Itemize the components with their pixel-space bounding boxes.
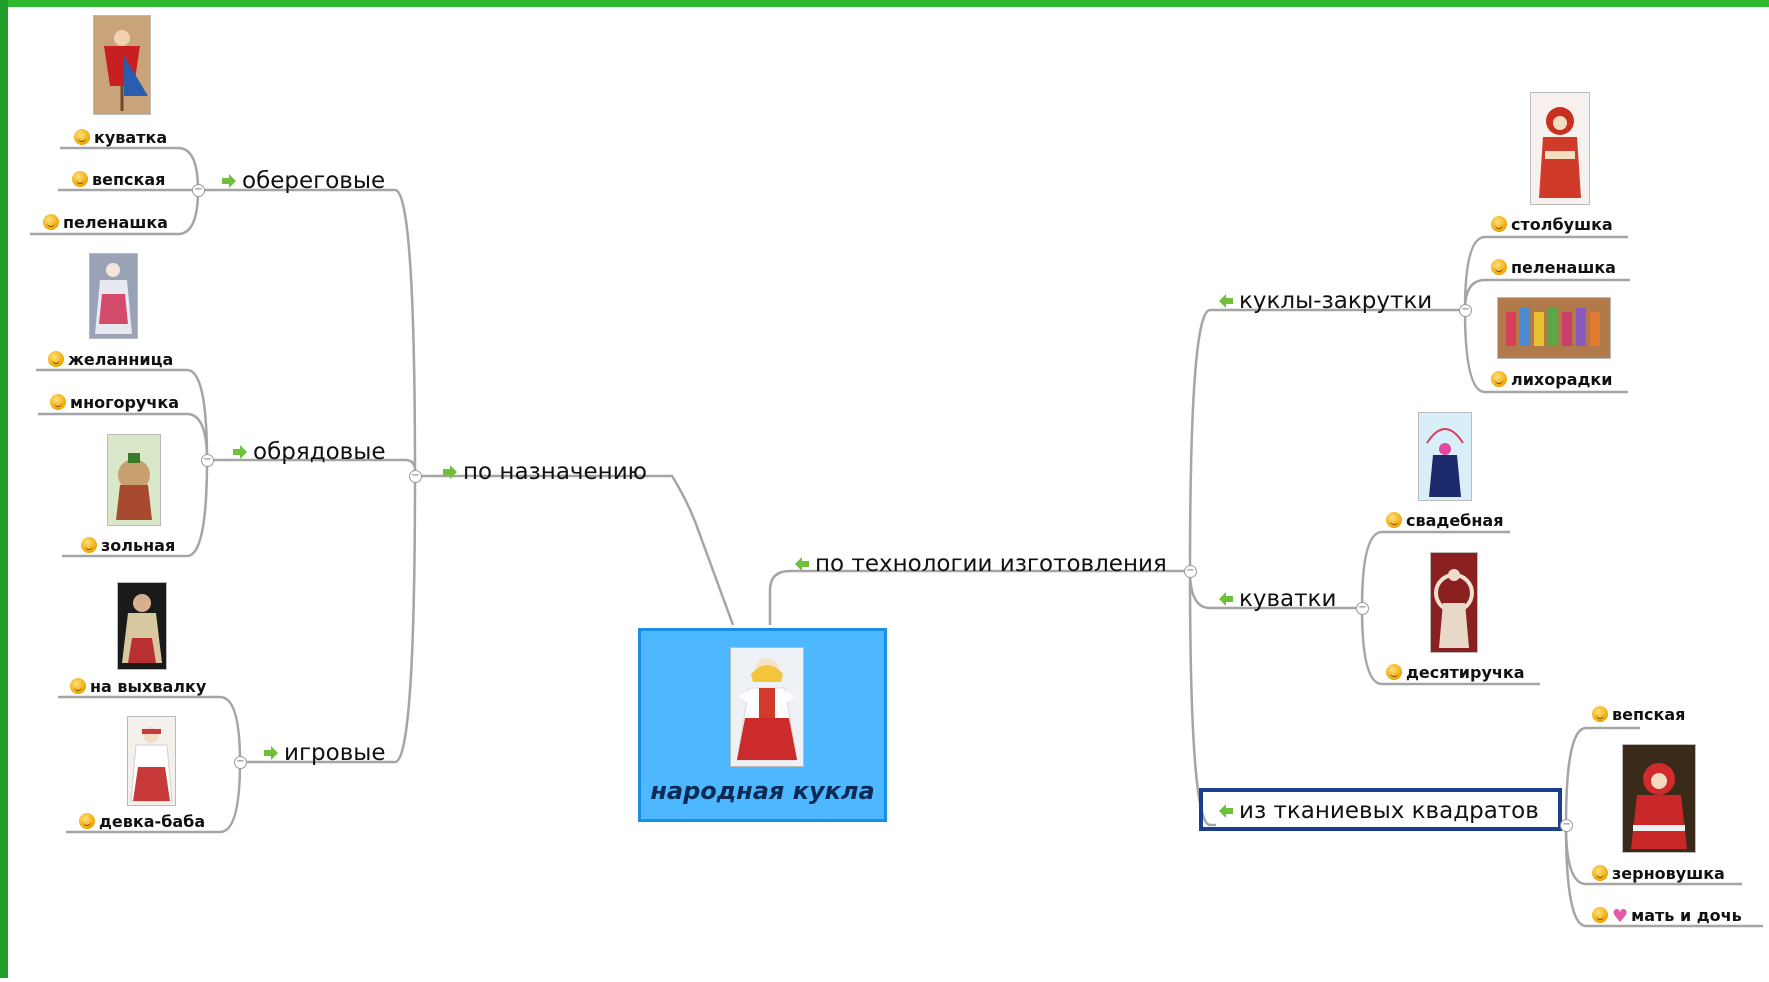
leaf-label: зерновушка [1612, 864, 1725, 883]
leaf-label: зольная [101, 536, 176, 555]
central-topic-label: народная кукла [650, 777, 875, 805]
topic-label: по назначению [463, 459, 647, 485]
leaf-pelenashka[interactable]: пеленашка [43, 213, 168, 233]
leaf-stolbushka[interactable]: столбушка [1491, 215, 1613, 235]
collapse-minus-icon[interactable]: − [1560, 819, 1573, 832]
leaf-label: свадебная [1406, 511, 1504, 530]
topic-label: игровые [284, 740, 386, 766]
green-arrow-icon [233, 445, 247, 459]
green-arrow-icon [443, 465, 457, 479]
topic-label: обереговые [242, 168, 386, 194]
doll-image-stolbushka [1530, 92, 1590, 205]
leaf-label: вепская [92, 170, 166, 189]
canvas-bottom [0, 978, 1769, 982]
leaf-label: девка-баба [99, 812, 206, 831]
smiley-icon [74, 129, 90, 145]
window-top-border [0, 0, 1769, 7]
leaf-label: многоручка [70, 393, 179, 412]
topic-igrovye[interactable]: игровые [262, 739, 386, 767]
leaf-pelenashka-2[interactable]: пеленашка [1491, 258, 1616, 278]
green-arrow-icon [1219, 804, 1233, 818]
smiley-icon [1592, 865, 1608, 881]
green-arrow-icon [264, 746, 278, 760]
doll-image-zhelannitsa [89, 253, 138, 339]
doll-image-desyatiruchka [1430, 552, 1478, 653]
leaf-label: на выхвалку [90, 677, 207, 696]
leaf-label: желанница [68, 350, 174, 369]
topic-po-tekhnologii[interactable]: по технологии изготовления [793, 550, 1167, 578]
topic-label: куклы-закрутки [1239, 288, 1433, 314]
smiley-icon [81, 537, 97, 553]
doll-image-zernovushka [1622, 744, 1696, 853]
topic-oberegovye[interactable]: обереговые [220, 167, 385, 195]
leaf-vepskaya[interactable]: вепская [72, 170, 165, 190]
green-arrow-icon [795, 557, 809, 571]
smiley-icon [70, 678, 86, 694]
doll-image-zolnaya [107, 434, 161, 526]
doll-image-likhoradki [1497, 297, 1611, 359]
leaf-kuvatka[interactable]: куватка [74, 128, 167, 148]
smiley-icon [1592, 706, 1608, 722]
smiley-icon [1491, 216, 1507, 232]
heart-icon: ♥ [1612, 906, 1629, 927]
doll-image-kuvatka [93, 15, 151, 115]
leaf-na-vykhvalku[interactable]: на выхвалку [70, 677, 206, 697]
topic-kukly-zakrutki[interactable]: куклы-закрутки [1217, 287, 1432, 315]
central-topic[interactable]: народная кукла [638, 628, 887, 822]
doll-image-svadebnaya [1418, 412, 1472, 501]
smiley-icon [1592, 907, 1608, 923]
leaf-label: мать и дочь [1631, 906, 1742, 925]
collapse-minus-icon[interactable]: − [1459, 304, 1472, 317]
collapse-minus-icon[interactable]: − [234, 756, 247, 769]
collapse-minus-icon[interactable]: − [201, 454, 214, 467]
topic-label: куватки [1239, 586, 1337, 612]
collapse-minus-icon[interactable]: − [1356, 602, 1369, 615]
leaf-likhoradki[interactable]: лихорадки [1491, 370, 1612, 390]
leaf-label: пеленашка [63, 213, 168, 232]
collapse-minus-icon[interactable]: − [1184, 565, 1197, 578]
leaf-mnogoruchka[interactable]: многоручка [50, 393, 179, 413]
leaf-label: куватка [94, 128, 168, 147]
smiley-icon [1386, 512, 1402, 528]
topic-po-naznacheniyu[interactable]: по назначению [441, 458, 647, 486]
topic-label: из тканиевых квадратов [1239, 798, 1539, 824]
leaf-zolnaya[interactable]: зольная [81, 536, 175, 556]
topic-obryadovye[interactable]: обрядовые [231, 438, 386, 466]
collapse-minus-icon[interactable]: − [192, 184, 205, 197]
doll-image-na-vykhvalku [117, 582, 167, 670]
topic-kuvatki[interactable]: куватки [1217, 585, 1336, 613]
leaf-label: лихорадки [1511, 370, 1613, 389]
smiley-icon [1491, 371, 1507, 387]
leaf-svadebnaya[interactable]: свадебная [1386, 511, 1503, 531]
leaf-zernovushka[interactable]: зерновушка [1592, 864, 1725, 884]
leaf-mat-i-doch[interactable]: ♥мать и дочь [1592, 906, 1742, 927]
doll-image-devka-baba [127, 716, 176, 806]
leaf-desyatiruchka[interactable]: десятиручка [1386, 663, 1525, 683]
leaf-devka-baba[interactable]: девка-баба [79, 812, 205, 832]
smiley-icon [1386, 664, 1402, 680]
leaf-label: вепская [1612, 705, 1686, 724]
smiley-icon [48, 351, 64, 367]
topic-label: по технологии изготовления [815, 551, 1167, 577]
collapse-minus-icon[interactable]: − [409, 470, 422, 483]
selection-outline [1199, 788, 1562, 831]
green-arrow-icon [1219, 294, 1233, 308]
leaf-vepskaya-2[interactable]: вепская [1592, 705, 1685, 725]
green-arrow-icon [222, 174, 236, 188]
smiley-icon [1491, 259, 1507, 275]
green-arrow-icon [1219, 592, 1233, 606]
leaf-label: столбушка [1511, 215, 1613, 234]
leaf-label: десятиручка [1406, 663, 1525, 682]
topic-label: обрядовые [253, 439, 386, 465]
leaf-zhelannitsa[interactable]: желанница [48, 350, 173, 370]
smiley-icon [43, 214, 59, 230]
leaf-label: пеленашка [1511, 258, 1616, 277]
smiley-icon [79, 813, 95, 829]
topic-iz-tkanievykh-kvadratov[interactable]: из тканиевых квадратов [1217, 797, 1539, 825]
smiley-icon [50, 394, 66, 410]
smiley-icon [72, 171, 88, 187]
central-doll-image [730, 647, 804, 767]
window-left-border [0, 0, 8, 982]
